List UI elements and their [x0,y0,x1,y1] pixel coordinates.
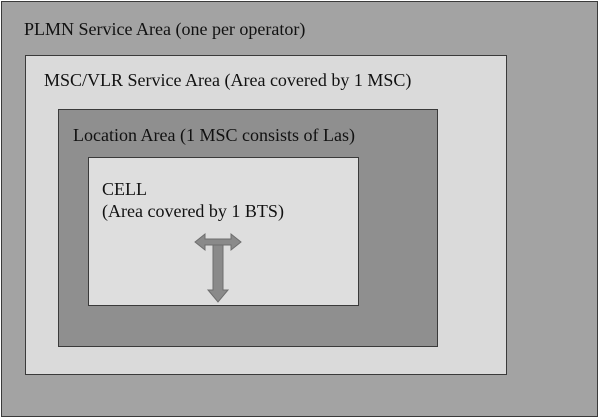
cell-title: CELL [102,179,147,199]
bts-antenna-icon [194,232,242,303]
cell-subtitle: (Area covered by 1 BTS) [102,201,284,221]
location-area-label: Location Area (1 MSC consists of Las) [73,125,355,145]
plmn-service-area-label: PLMN Service Area (one per operator) [24,19,306,39]
msc-vlr-service-area-label: MSC/VLR Service Area (Area covered by 1 … [44,70,412,90]
